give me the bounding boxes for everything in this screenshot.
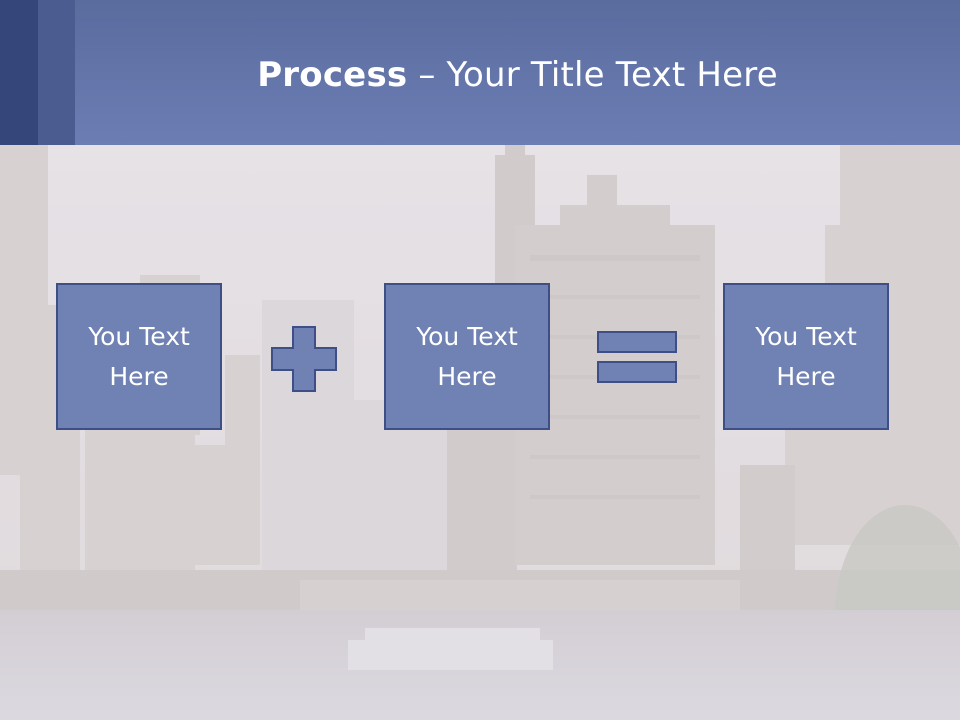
plus-icon [271,326,337,392]
slide-title-rest: – Your Title Text Here [407,55,778,95]
title-bar: Process – Your Title Text Here [0,0,960,145]
equals-icon [597,331,677,383]
process-box-1-text: You Text Here [88,321,190,391]
process-box-3-text: You Text Here [755,321,857,391]
process-box-2-text: You Text Here [416,321,518,391]
header-accent-bar [0,0,38,145]
background-city-photo [0,145,960,720]
slide-title[interactable]: Process – Your Title Text Here [75,52,960,98]
process-box-3[interactable]: You Text Here [723,283,889,430]
header-accent-bar-secondary [38,0,75,145]
process-box-1[interactable]: You Text Here [56,283,222,430]
slide-title-bold: Process [257,55,408,95]
process-box-2[interactable]: You Text Here [384,283,550,430]
city-skyline-image [0,145,960,720]
